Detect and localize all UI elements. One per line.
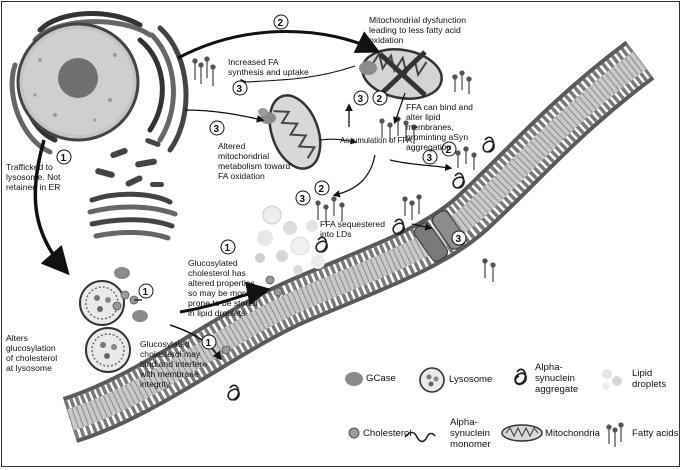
svg-text:1: 1 [206,338,212,349]
legend-lysosome-label: Lysosome [449,374,493,385]
step-3-d: 3 [295,190,311,206]
legend-monomer-label: Alpha- synuclein monomer [450,417,491,450]
legend-cholesterol-icon [348,427,360,439]
svg-text:2: 2 [319,184,325,195]
legend-gcase-icon [345,372,363,386]
pathway-arrows [33,30,453,361]
legend-fatty-acids-label: Fatty acids [632,428,679,439]
svg-text:3: 3 [427,153,433,164]
svg-text:3: 3 [300,194,306,205]
svg-text:3: 3 [456,234,462,245]
legend-aggregate-icon [514,368,527,386]
legend-mitochondria-label: Mitochondria [545,428,600,439]
label-alters-glucosylation: Alters glucosylation of cholesterol at l… [6,333,58,373]
svg-text:1: 1 [225,243,231,254]
mitochondrion-dysfunctional [359,48,443,100]
legend-aggregate-label: Alpha- synuclein aggregate [535,362,579,395]
label-glucosylated-altered: Glucosylated cholesterol has altered pro… [188,258,258,318]
svg-text:3: 3 [214,124,220,135]
label-increased-fa: Increased FA synthesis and uptake [228,57,309,77]
legend-lysosome-icon [419,367,445,393]
cell-membrane [62,40,655,443]
er-fragments [95,138,164,187]
mitochondrion-center [258,94,322,170]
golgi-apparatus [87,191,178,241]
legend-monomer-icon [404,431,436,443]
step-3-f: 3 [451,230,467,246]
fatty-acid-clusters [192,56,496,282]
svg-text:2: 2 [446,145,452,156]
label-ffa-bind: FFA can bind and alter lipid membranes, … [406,102,473,152]
step-3-a: 3 [232,80,248,96]
step-1-d: 1 [201,334,217,350]
step-1-a: 1 [56,149,72,165]
step-2-top: 2 [273,14,289,30]
svg-text:2: 2 [278,18,284,29]
step-2-c: 2 [372,90,388,106]
lysosomes-left [79,280,131,373]
label-altered-mito: Altered mitochondrial metabolism toward … [218,141,291,181]
svg-text:3: 3 [237,84,243,95]
legend-mitochondria-icon [501,424,543,442]
legend-icons [345,367,624,447]
svg-text:1: 1 [61,153,67,164]
legend-gcase-label: GCase [366,373,396,384]
step-1-c: 1 [138,283,154,299]
step-3-e: 3 [422,149,438,165]
alpha-synuclein-aggregates [227,136,495,401]
legend-fatty-acids-icon [606,422,624,447]
step-markers: 2 3 3 3 2 3 2 3 2 3 1 1 1 1 [56,14,467,350]
step-2-d: 2 [314,180,330,196]
step-3-c: 3 [353,90,369,106]
legend-cholesterol-label: Cholesterol [363,428,412,439]
step-2-e: 2 [441,141,457,157]
svg-text:2: 2 [377,94,383,105]
label-trafficked: Trafficked to lysosome. Not retained in … [6,162,61,192]
step-1-b: 1 [220,239,236,255]
gcase-blobs [114,267,148,322]
lipid-droplet-cluster [255,205,325,275]
legend-lipid-droplets-icon [602,369,622,390]
label-accumulation-ffa: Accumulation of FFA [340,136,412,145]
label-ffa-sequestered: FFA sequestered into LDs [320,219,385,239]
label-glucosylated-bind: Glucosylated cholesterol may bind and in… [140,339,207,389]
legend-lipid-droplets-label: Lipid droplets [632,368,667,390]
svg-text:1: 1 [143,287,149,298]
label-mito-dysfunction: Mitochondrial dysfunction leading to les… [369,15,466,45]
nucleus-er [9,11,189,155]
svg-text:3: 3 [358,94,364,105]
step-3-b: 3 [209,120,225,136]
